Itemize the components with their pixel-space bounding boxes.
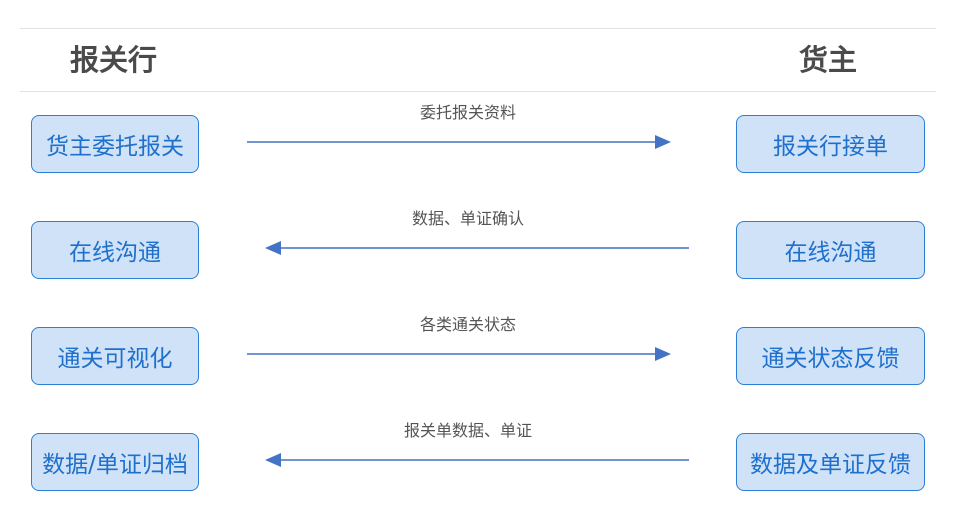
left-step-box-2: 在线沟通 [31, 221, 199, 279]
message-2: 数据、单证确认 [247, 208, 689, 278]
arrow-right-icon-1 [247, 135, 671, 149]
left-step-box-1: 货主委托报关 [31, 115, 199, 173]
message-3: 各类通关状态 [247, 314, 689, 384]
message-label-4: 报关单数据、单证 [403, 421, 532, 440]
message-4: 报关单数据、单证 [247, 420, 689, 490]
arrow-left-icon-2 [265, 241, 689, 255]
arrow-right-icon-3 [247, 347, 671, 361]
header-bottom-divider [20, 91, 936, 92]
message-1: 委托报关资料 [247, 102, 689, 172]
left-step-box-4: 数据/单证归档 [31, 433, 199, 491]
header-right-title: 货主 [799, 43, 858, 77]
message-label-2: 数据、单证确认 [411, 209, 524, 228]
header-left-title: 报关行 [70, 43, 158, 77]
left-step-box-3: 通关可视化 [31, 327, 199, 385]
header-top-divider [20, 28, 936, 29]
message-label-3: 各类通关状态 [419, 315, 516, 334]
right-step-box-2: 在线沟通 [736, 221, 925, 279]
right-step-box-3: 通关状态反馈 [736, 327, 925, 385]
arrow-left-icon-4 [265, 453, 689, 467]
right-step-box-1: 报关行接单 [736, 115, 925, 173]
right-step-box-4: 数据及单证反馈 [736, 433, 925, 491]
message-label-1: 委托报关资料 [419, 103, 516, 122]
